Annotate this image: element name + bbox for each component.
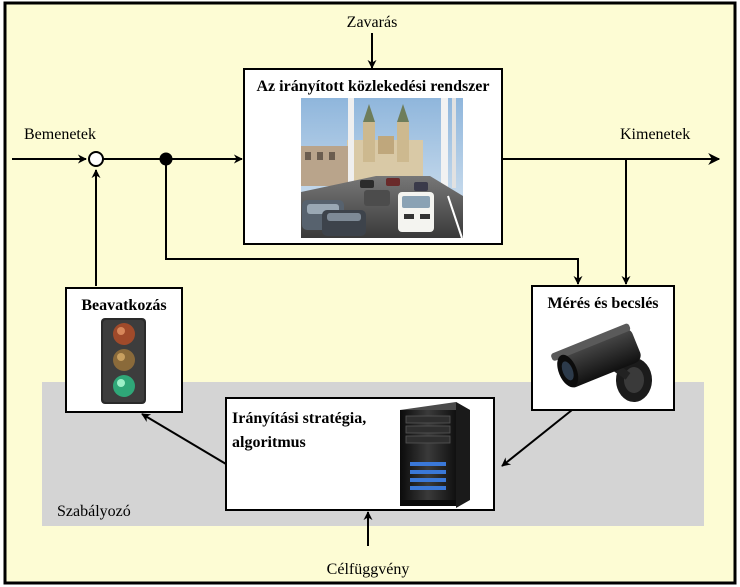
strategy-title-line2: algoritmus (232, 434, 306, 451)
input-to-measurement-line (165, 159, 583, 285)
intervention-title: Beavatkozás (81, 297, 166, 314)
intervention-block: Beavatkozás (65, 287, 183, 413)
summing-junction (88, 151, 104, 167)
system-block: Az irányított közlekedési rendszer (243, 68, 503, 245)
measurement-block: Mérés és becslés (531, 285, 675, 411)
controller-label: Szabályozó (57, 503, 131, 520)
strategy-block: Irányítási stratégia, algoritmus (225, 397, 495, 511)
objective-label: Célfüggvény (327, 561, 410, 578)
disturbance-label: Zavarás (347, 14, 398, 31)
traffic-photo-icon (301, 98, 463, 239)
outputs-label: Kimenetek (620, 126, 690, 143)
system-title: Az irányított közlekedési rendszer (257, 78, 490, 95)
cctv-camera-icon (551, 323, 652, 402)
computer-tower-icon (400, 402, 470, 508)
inputs-label: Bemenetek (24, 126, 96, 143)
strategy-title-line1: Irányítási stratégia, (232, 410, 366, 427)
measurement-to-strategy-line (501, 409, 573, 467)
strategy-to-intervention-line (141, 413, 227, 465)
branch-point (159, 152, 173, 166)
measurement-title: Mérés és becslés (547, 295, 658, 312)
traffic-light-icon (101, 318, 146, 404)
